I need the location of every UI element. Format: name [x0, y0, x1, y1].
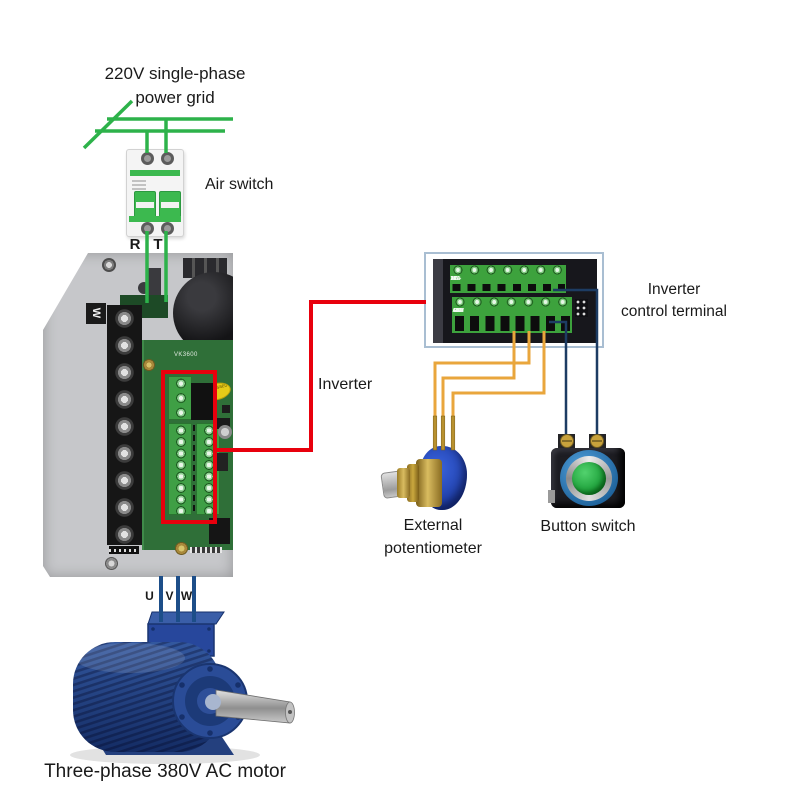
power-grid-label: 220V single-phase power grid — [85, 62, 265, 110]
motor-label: Three-phase 380V AC motor — [44, 761, 286, 782]
terminal-screws-icon — [452, 297, 572, 307]
potentiometer-line1: External — [403, 517, 463, 534]
pot-pin — [450, 415, 456, 451]
case-slot — [147, 268, 161, 295]
pcb-component — [216, 453, 228, 471]
terminal-slots — [451, 284, 565, 291]
breaker-toggle-1 — [134, 191, 156, 219]
terminal-label-t: T — [153, 236, 163, 253]
control-terminal-block-small — [168, 376, 192, 420]
power-terminal-block — [107, 305, 142, 545]
pcb-mount-screw-icon — [175, 542, 188, 555]
control-terminal-line2: control terminal — [621, 303, 727, 320]
case-screw-icon — [105, 557, 118, 570]
breaker-toggle-2 — [159, 191, 181, 219]
button-switch-label: Button switch — [540, 518, 636, 535]
breaker-terminal-out-t — [161, 222, 174, 235]
control-terminal-row-top: 485+ X1 X2 X3 X4 DO1 24V — [450, 265, 566, 293]
potentiometer-bushing — [397, 468, 410, 498]
shaft-hub — [205, 694, 221, 710]
motor-terminal-v: V — [165, 589, 174, 603]
pcb-component — [222, 405, 230, 413]
pot-pin — [432, 415, 438, 451]
motor-terminal-w: W — [180, 589, 193, 603]
potentiometer-label: External potentiometer — [377, 514, 489, 560]
control-terminal-label: Inverter control terminal — [604, 279, 744, 323]
inverter-label: Inverter — [318, 376, 373, 393]
button-side-tab — [548, 490, 555, 503]
breaker-band — [129, 216, 181, 222]
pcb-pin-row — [190, 547, 222, 553]
control-terminal-photo: 485+ X1 X2 X3 X4 DO1 24V 485- AM A2 A1 + — [433, 259, 597, 343]
power-grid-line2: power grid — [135, 88, 215, 107]
relay-component — [191, 383, 213, 420]
potentiometer-line2: potentiometer — [384, 540, 482, 557]
motor-terminal-u: U — [145, 589, 154, 603]
pcb-screw-icon — [143, 359, 155, 371]
breaker-terminal-out-r — [141, 222, 154, 235]
case-hole — [138, 282, 150, 294]
power-grid-line1: 220V single-phase — [104, 64, 246, 83]
control-terminal-block-left — [168, 423, 192, 515]
pcb-capacitor — [218, 425, 232, 439]
air-switch — [126, 149, 184, 237]
terminal-slots — [453, 316, 571, 331]
breaker-terminal-in-1 — [141, 152, 154, 165]
pcb-component — [209, 518, 230, 544]
power-terminal-label: W — [86, 303, 106, 324]
control-terminal-row-bottom: 485- AM A2 A1 +10V GND COM — [452, 297, 572, 333]
terminal-label-r: R — [129, 236, 141, 253]
terminal-labels-bottom: 485- AM A2 A1 +10V GND COM — [452, 308, 464, 314]
jumper-pins — [575, 299, 588, 317]
air-switch-label: Air switch — [205, 176, 274, 193]
inverter-unit: VK3600 QC PASSED R S T PB P E U V W — [43, 253, 233, 577]
pcb-model-text: VK3600 — [174, 352, 198, 358]
terminal-divider — [193, 425, 195, 513]
breaker-markings — [132, 180, 146, 192]
potentiometer-wires — [432, 331, 546, 451]
potentiometer-washer — [407, 464, 419, 502]
terminal-screws-icon — [450, 265, 566, 275]
terminal-labels-top: 485+ X1 X2 X3 X4 DO1 24V — [450, 276, 462, 282]
control-terminal-box: 485+ X1 X2 X3 X4 DO1 24V 485- AM A2 A1 + — [424, 252, 604, 348]
potentiometer-nut — [416, 459, 442, 507]
case-screw-icon — [102, 258, 116, 272]
control-terminal-line1: Inverter — [647, 281, 701, 298]
three-phase-motor — [70, 611, 295, 764]
breaker-terminal-in-2 — [161, 152, 174, 165]
terminal-box-top — [147, 611, 225, 625]
breaker-stripe — [130, 170, 180, 176]
pot-pin — [440, 415, 446, 451]
bottom-connector — [109, 546, 139, 554]
button-green-cap — [572, 462, 606, 495]
